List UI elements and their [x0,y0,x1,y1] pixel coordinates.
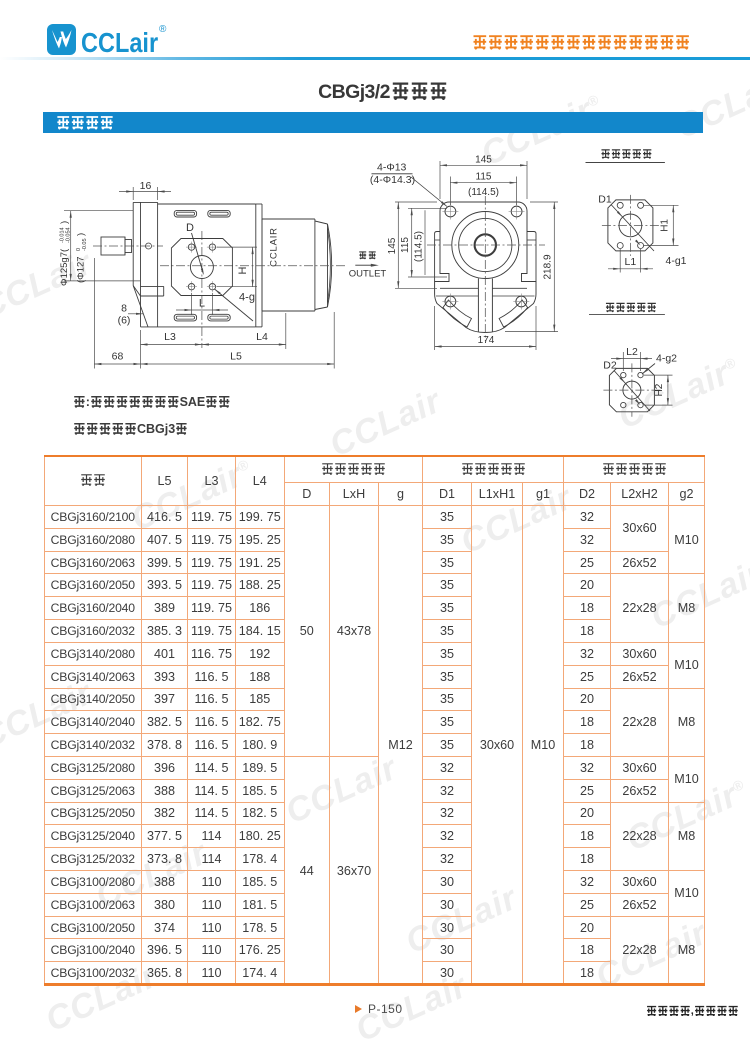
svg-text:115: 115 [400,237,411,253]
svg-text:OUTLET: OUTLET [349,269,387,280]
svg-text:(Φ127: (Φ127 [76,256,87,283]
svg-text:145: 145 [475,155,492,166]
svg-text:): ) [59,221,70,224]
svg-text:H2: H2 [654,383,665,396]
svg-text:4-g: 4-g [239,292,255,304]
svg-text:-0.014: -0.014 [60,227,66,243]
svg-text:174: 174 [478,335,495,346]
svg-text:218.9: 218.9 [543,254,554,279]
svg-text:4-Φ13: 4-Φ13 [377,162,407,174]
svg-text:115: 115 [476,172,492,183]
svg-text:H1: H1 [659,219,670,232]
svg-text:0: 0 [76,248,82,251]
svg-text:4-g1: 4-g1 [665,255,686,267]
svg-text:Φ125g7(: Φ125g7( [59,248,70,286]
svg-text:H: H [237,266,249,274]
svg-text:4-g2: 4-g2 [656,353,677,365]
svg-text:L: L [199,298,205,310]
svg-text:(114.5): (114.5) [468,187,499,198]
svg-text:D1: D1 [598,194,612,206]
svg-text:-0.054: -0.054 [66,227,72,243]
svg-text:-0.05: -0.05 [82,238,88,251]
svg-text:145: 145 [387,237,398,254]
svg-text:68: 68 [112,351,124,363]
svg-text:16: 16 [140,180,152,192]
svg-text:L3: L3 [164,331,176,343]
svg-text:D2: D2 [603,360,617,372]
svg-text:L4: L4 [256,331,268,343]
svg-text:8: 8 [121,303,127,315]
svg-text:D: D [186,222,194,234]
svg-text:(114.5): (114.5) [414,231,425,262]
svg-text:L5: L5 [230,351,242,363]
svg-text:): ) [76,233,87,236]
svg-text:CCLAIR: CCLAIR [269,227,280,267]
svg-text:L2: L2 [626,346,638,358]
svg-text:(4-Φ14.3): (4-Φ14.3) [370,174,415,186]
svg-text:(6): (6) [118,315,131,327]
svg-text:L1: L1 [625,256,637,268]
